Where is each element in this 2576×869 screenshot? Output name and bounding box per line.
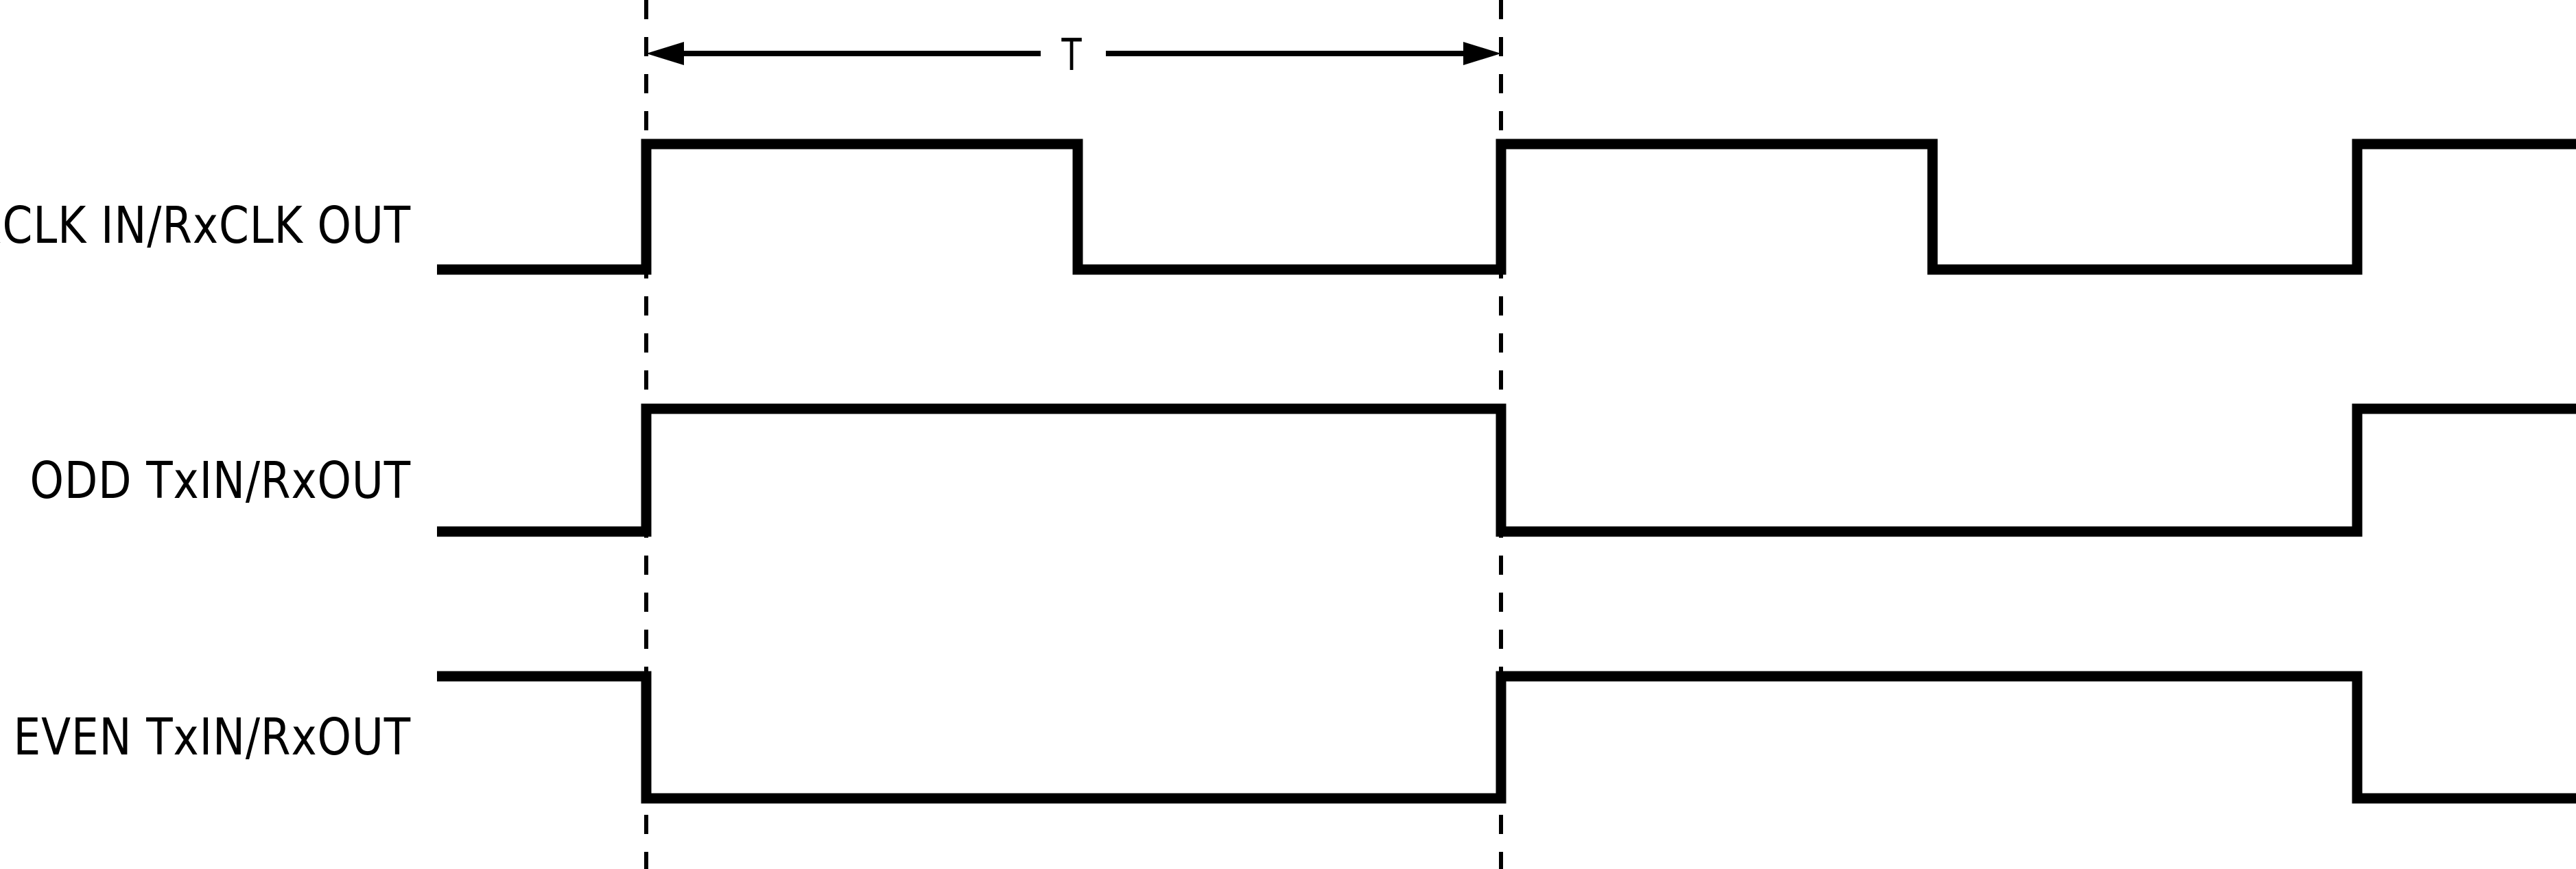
period-label: T [1061,29,1082,81]
signal-label-clock: TxCLK IN/RxCLK OUT [0,196,411,255]
arrowhead-left-icon [646,42,684,65]
signal-row-even-data: EVEN TxIN/RxOUT [13,671,2576,804]
signal-row-clock: TxCLK IN/RxCLK OUT [0,139,2576,275]
waveform-even-data [437,671,2576,804]
period-dimension: T [646,29,1501,81]
signal-row-odd-data: ODD TxIN/RxOUT [30,403,2576,537]
waveform-clock [437,139,2576,275]
signal-label-even-data: EVEN TxIN/RxOUT [13,708,411,767]
signal-label-odd-data: ODD TxIN/RxOUT [30,451,412,510]
waveform-odd-data [437,403,2576,537]
arrowhead-right-icon [1463,42,1501,65]
